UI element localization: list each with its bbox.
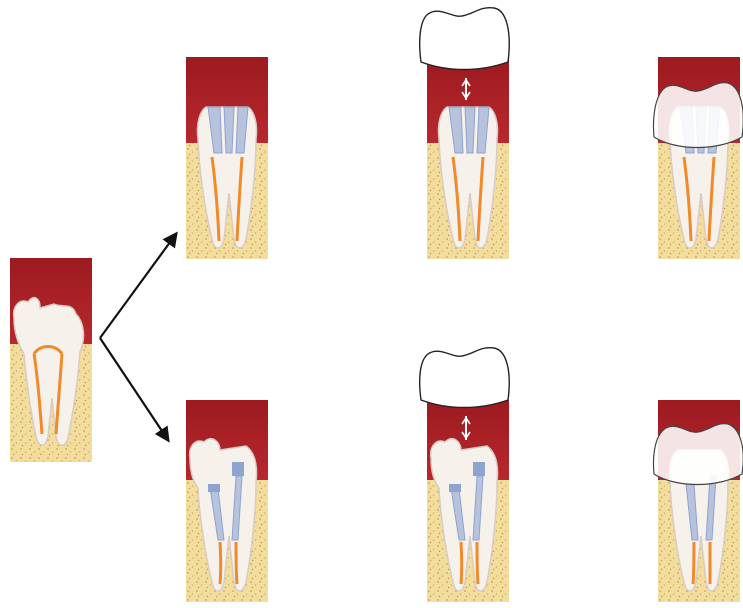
- arrow-down-right-icon: [100, 338, 168, 440]
- panel-lower-3: [654, 400, 743, 602]
- panel-upper-3: [654, 57, 743, 259]
- panel-upper-2: [427, 57, 509, 259]
- panel-original: [10, 258, 92, 462]
- arrow-up-right-icon: [100, 234, 176, 338]
- panel-upper-1: [186, 57, 268, 259]
- panel-lower-1: [186, 400, 268, 602]
- panel-lower-2: [427, 400, 509, 602]
